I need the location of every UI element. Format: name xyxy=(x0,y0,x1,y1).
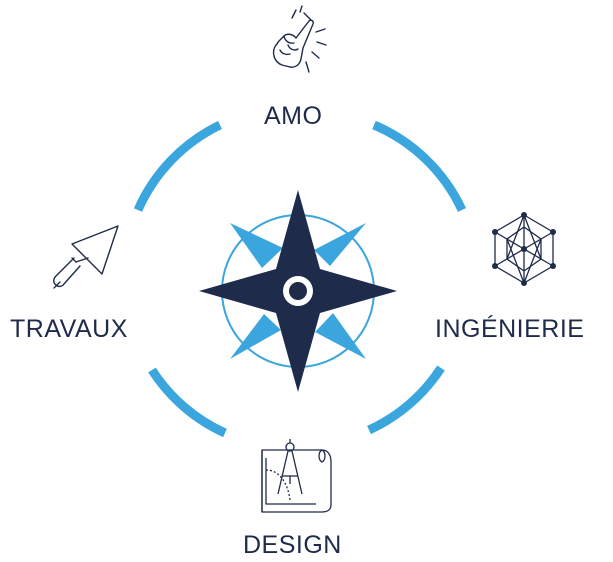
compass-diagonal-points xyxy=(230,223,366,359)
compass-hub-center xyxy=(289,282,307,300)
label-amo: AMO xyxy=(264,102,323,130)
arc-bottom-right xyxy=(367,365,445,435)
label-design: DESIGN xyxy=(243,531,342,559)
pointing-hand-icon xyxy=(272,5,327,73)
blueprint-compass-icon xyxy=(261,439,332,513)
arc-top-right xyxy=(372,120,467,212)
label-travaux: TRAVAUX xyxy=(10,315,128,343)
arc-top-left xyxy=(133,120,222,212)
ring-arcs xyxy=(133,120,467,438)
label-ingenierie: INGÉNIERIE xyxy=(435,315,585,343)
arc-bottom-left xyxy=(148,367,227,438)
trowel-icon xyxy=(53,225,119,289)
compass-rose-icon xyxy=(199,190,397,392)
network-polyhedron-icon xyxy=(492,212,556,286)
